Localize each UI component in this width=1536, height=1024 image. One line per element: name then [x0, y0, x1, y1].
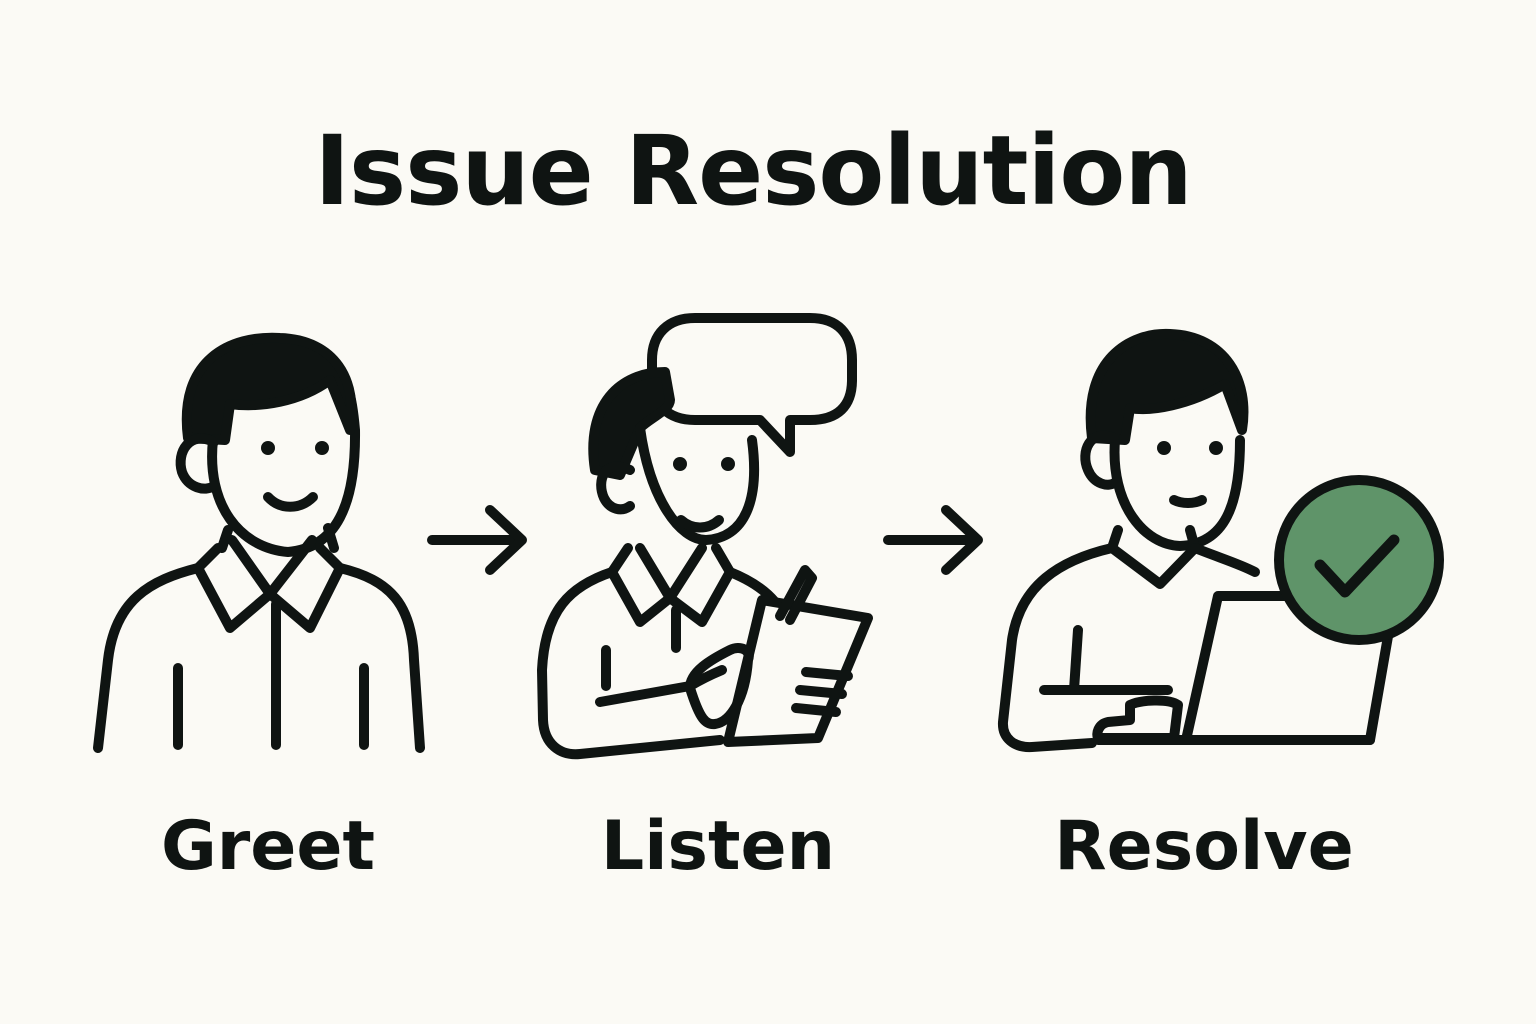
- page-title: Issue Resolution: [314, 115, 1192, 227]
- speech-bubble: [647, 313, 857, 457]
- arm: [1039, 625, 1173, 695]
- person-with-laptop-and-checkmark-icon: [998, 328, 1444, 753]
- step-label-listen: Listen: [600, 807, 836, 886]
- listening-person-with-notepad-icon: [537, 313, 873, 760]
- greeting-person-icon: [93, 332, 425, 753]
- smile: [1169, 495, 1207, 508]
- ear: [596, 461, 635, 515]
- left-eye: [673, 457, 687, 471]
- torso-outline-right: [335, 563, 425, 753]
- notepad: [723, 595, 873, 747]
- fingers: [791, 667, 853, 717]
- torso-right: [1190, 543, 1260, 577]
- neck: [217, 523, 339, 553]
- hair: [588, 367, 675, 480]
- hand: [1092, 695, 1183, 743]
- left-eye: [1157, 441, 1171, 455]
- hair: [181, 332, 357, 445]
- collar-line: [635, 543, 707, 603]
- torso-outline: [998, 543, 1117, 753]
- arrow-right-icon: [883, 505, 983, 575]
- arm: [595, 645, 727, 707]
- step-label-resolve: Resolve: [1054, 807, 1354, 886]
- torso-outline: [93, 563, 203, 753]
- right-eye: [315, 441, 329, 455]
- smile: [263, 492, 318, 512]
- pen: [775, 565, 817, 625]
- head-outline: [1109, 435, 1245, 551]
- right-eye: [721, 457, 735, 471]
- torso-outline: [537, 567, 725, 760]
- smile: [676, 515, 724, 533]
- step-label-greet: Greet: [160, 807, 376, 886]
- checkmark-circle: [1274, 475, 1444, 645]
- hair: [1085, 328, 1249, 445]
- collar-line: [227, 535, 317, 599]
- arrow-right-icon: [427, 505, 527, 575]
- head-outline: [635, 423, 760, 545]
- right-eye: [1209, 441, 1223, 455]
- left-eye: [261, 441, 275, 455]
- ear: [1080, 430, 1121, 490]
- collar: [1107, 525, 1200, 589]
- checkmark-icon: [1314, 534, 1400, 598]
- ear: [175, 433, 219, 494]
